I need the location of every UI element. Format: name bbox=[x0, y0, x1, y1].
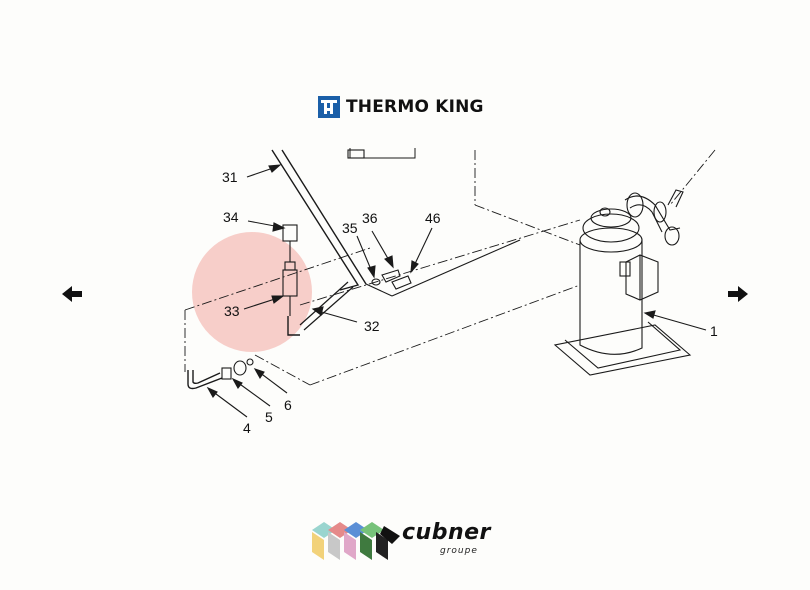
callout-36: 36 bbox=[362, 210, 378, 226]
cubner-logo-icon bbox=[312, 522, 400, 560]
callout-46: 46 bbox=[425, 210, 441, 226]
footer-logo-word: cubner bbox=[402, 520, 491, 545]
brand-header: THERMO KING bbox=[318, 95, 484, 119]
compressor-part-1 bbox=[553, 189, 692, 376]
callout-32: 32 bbox=[364, 318, 380, 334]
guide-lines bbox=[184, 149, 716, 386]
callout-35: 35 bbox=[342, 220, 358, 236]
part-46 bbox=[391, 275, 412, 290]
brand-name: THERMO KING bbox=[346, 97, 484, 117]
callout-34: 34 bbox=[223, 209, 239, 225]
thermo-king-logo-icon bbox=[318, 96, 340, 118]
part-34 bbox=[282, 224, 298, 242]
part-35 bbox=[371, 278, 381, 286]
part-36 bbox=[381, 269, 401, 283]
callout-5: 5 bbox=[265, 409, 273, 425]
callout-31: 31 bbox=[222, 169, 238, 185]
part-4 bbox=[187, 370, 223, 390]
callout-4: 4 bbox=[243, 420, 251, 436]
footer-logo-sub: groupe bbox=[440, 546, 478, 556]
callout-6: 6 bbox=[284, 397, 292, 413]
highlight-circle bbox=[192, 232, 312, 352]
tube-31 bbox=[271, 149, 360, 291]
callout-1: 1 bbox=[710, 323, 718, 339]
arrow-right-icon[interactable] bbox=[724, 284, 750, 304]
part-6 bbox=[246, 358, 254, 366]
callout-33: 33 bbox=[224, 303, 240, 319]
arrow-left-icon[interactable] bbox=[60, 284, 86, 304]
part-5 bbox=[221, 367, 232, 380]
